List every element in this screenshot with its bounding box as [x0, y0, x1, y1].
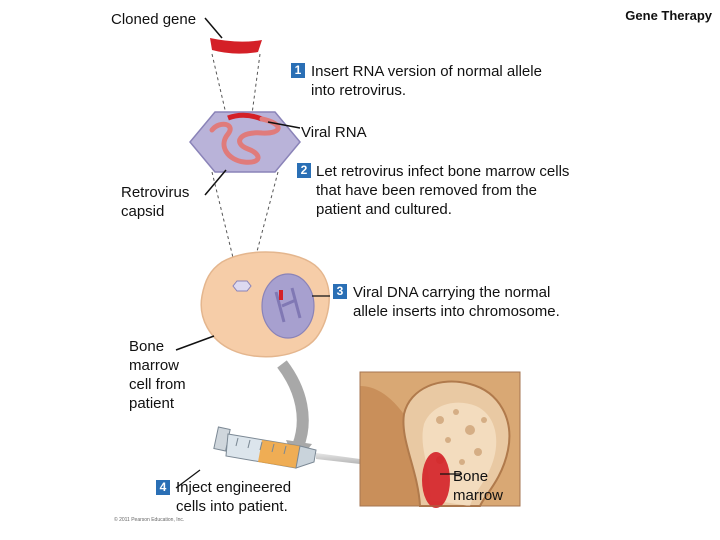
viral-rna-coil: [209, 116, 281, 165]
step-1-badge: 1: [291, 63, 305, 78]
step-2-badge: 2: [297, 163, 311, 178]
slide-title: Gene Therapy: [625, 8, 712, 23]
copyright-notice: © 2011 Pearson Education, Inc.: [114, 517, 185, 523]
marrow-red: [422, 452, 450, 508]
label-cloned-gene: Cloned gene: [111, 11, 197, 28]
label-retrovirus-capsid: Retrovirus capsid: [121, 184, 190, 220]
chromosomes: [274, 287, 302, 323]
step-3-text: Viral DNA carrying the normal allele ins…: [353, 284, 560, 320]
label-bone-marrow: Bone marrow: [453, 468, 504, 504]
cloned-gene-segment: [210, 38, 262, 54]
capsid-rna-red: [227, 112, 263, 122]
cell-nucleus: [261, 273, 315, 339]
transfer-arrow: [277, 360, 309, 449]
small-retrovirus: [232, 280, 252, 292]
bone-inset: [359, 371, 521, 508]
step-3-badge: 3: [333, 284, 347, 299]
bone-marrow-cell-leader: [175, 335, 215, 351]
label-viral-rna: Viral RNA: [301, 124, 367, 141]
viral-rna-leader: [267, 121, 301, 129]
step-4-text: Inject engineered cells into patient.: [176, 479, 292, 515]
step4-leader: [175, 469, 201, 489]
step-4-badge: 4: [156, 480, 170, 495]
step-1-text: Insert RNA version of normal allele into…: [311, 63, 542, 99]
cloned-gene-leader: [204, 17, 223, 39]
inserted-viral-dna: [279, 290, 283, 300]
zoom-lines-gene: [211, 53, 261, 115]
retrovirus-capsid-leader: [204, 169, 227, 196]
step-2-text: Let retrovirus infect bone marrow cells …: [316, 163, 570, 218]
label-bone-marrow-cell: Bone marrow cell from patient: [129, 338, 186, 412]
